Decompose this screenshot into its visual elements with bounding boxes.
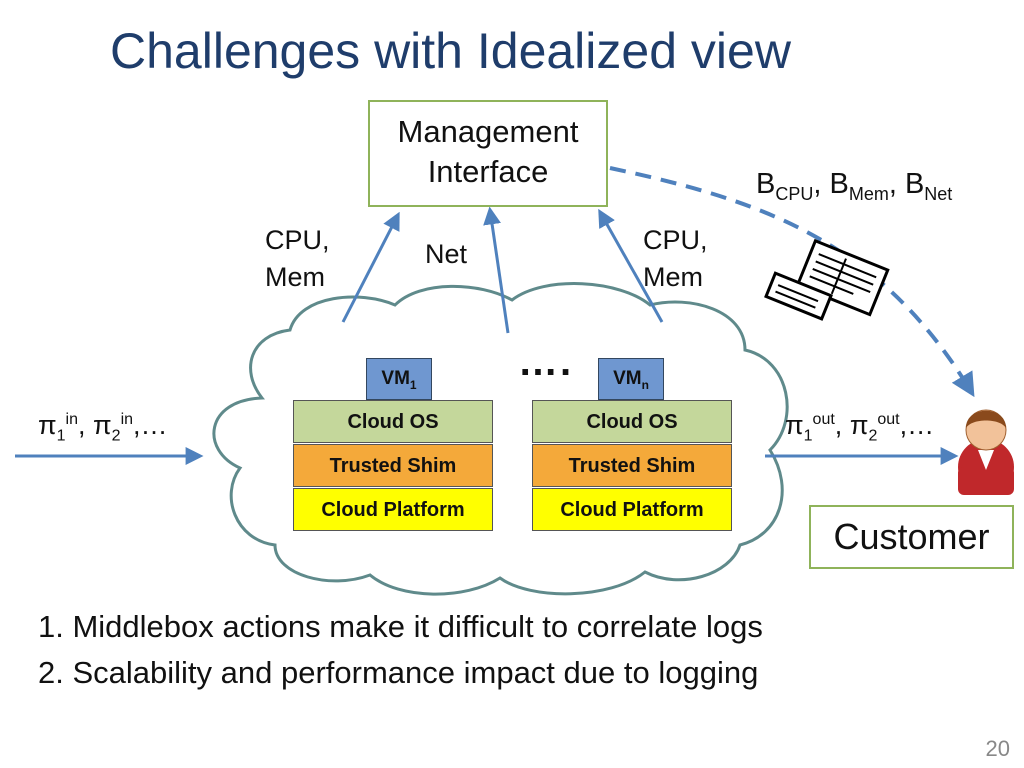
output-comma: , (834, 410, 850, 440)
vm-1-sub: 1 (409, 377, 417, 392)
management-interface-line2: Interface (427, 154, 549, 189)
budget-cpu-b: B (756, 168, 776, 200)
bullet-2: 2. Scalability and performance impact du… (38, 655, 759, 690)
input-flow-label: π1in, π2in,… (38, 410, 168, 445)
cloud-os-layer-1: Cloud OS (293, 400, 493, 443)
cloud-platform-layer-n: Cloud Platform (532, 488, 732, 531)
left-resources-line2: Mem (265, 262, 325, 292)
management-interface-box: Management Interface (368, 100, 608, 207)
slide-title: Challenges with Idealized view (110, 23, 791, 79)
input-tail: ,… (133, 410, 168, 440)
input-sup-1: in (65, 411, 78, 428)
input-sup-2: in (120, 411, 134, 428)
budget-net-b: B (904, 168, 925, 200)
input-sub-1: 1 (56, 427, 66, 445)
output-sup-1: out (812, 411, 835, 428)
budget-label: BCPU, BMem, BNet (756, 168, 952, 205)
right-resources-line2: Mem (643, 262, 703, 292)
budget-sep-1: , (813, 168, 830, 200)
left-resources-label: CPU, Mem (265, 222, 330, 296)
output-sub-1: 1 (803, 427, 813, 445)
output-pi-2: π (849, 410, 869, 440)
vm-n-sub: n (641, 377, 649, 392)
arrow-left-resources (341, 211, 400, 323)
arrow-budget-to-customer (609, 166, 975, 398)
cloud-os-layer-n: Cloud OS (532, 400, 732, 443)
left-resources-line1: CPU, (265, 225, 330, 255)
trusted-shim-layer-n: Trusted Shim (532, 444, 732, 487)
input-sub-2: 2 (111, 427, 121, 445)
trusted-shim-layer-1: Trusted Shim (293, 444, 493, 487)
bill-icon (764, 238, 890, 321)
output-flow-label: π1out, π2out,… (785, 410, 934, 445)
cloud-platform-layer-1: Cloud Platform (293, 488, 493, 531)
output-sup-2: out (877, 411, 900, 428)
arrow-net (483, 206, 510, 334)
input-pi-2: π (93, 410, 112, 440)
management-interface-line1: Management (397, 114, 579, 149)
page-number: 20 (985, 736, 1010, 761)
input-pi-1: π (38, 410, 57, 440)
budget-cpu-sub: CPU (775, 183, 814, 204)
vm-1-box: VM1 (366, 358, 432, 400)
input-comma: , (78, 410, 94, 440)
output-sub-2: 2 (868, 427, 878, 445)
right-resources-label: CPU, Mem (643, 222, 708, 296)
vm-ellipsis: …. (518, 340, 574, 384)
net-label: Net (425, 239, 468, 269)
output-pi-1: π (785, 410, 804, 440)
customer-label-box: Customer (809, 505, 1014, 569)
customer-label: Customer (833, 516, 990, 557)
bullet-1: 1. Middlebox actions make it difficult t… (38, 609, 763, 644)
output-tail: ,… (899, 410, 935, 440)
budget-net-sub: Net (924, 183, 953, 204)
arrow-right-resources (598, 208, 664, 323)
vm-n-label: VM (613, 368, 642, 389)
vm-1-label: VM (381, 368, 410, 389)
customer-person-icon (958, 409, 1014, 495)
right-resources-line1: CPU, (643, 225, 708, 255)
vm-n-box: VMn (598, 358, 664, 400)
budget-mem-sub: Mem (848, 183, 889, 204)
budget-sep-2: , (888, 168, 905, 200)
budget-mem-b: B (829, 168, 849, 200)
